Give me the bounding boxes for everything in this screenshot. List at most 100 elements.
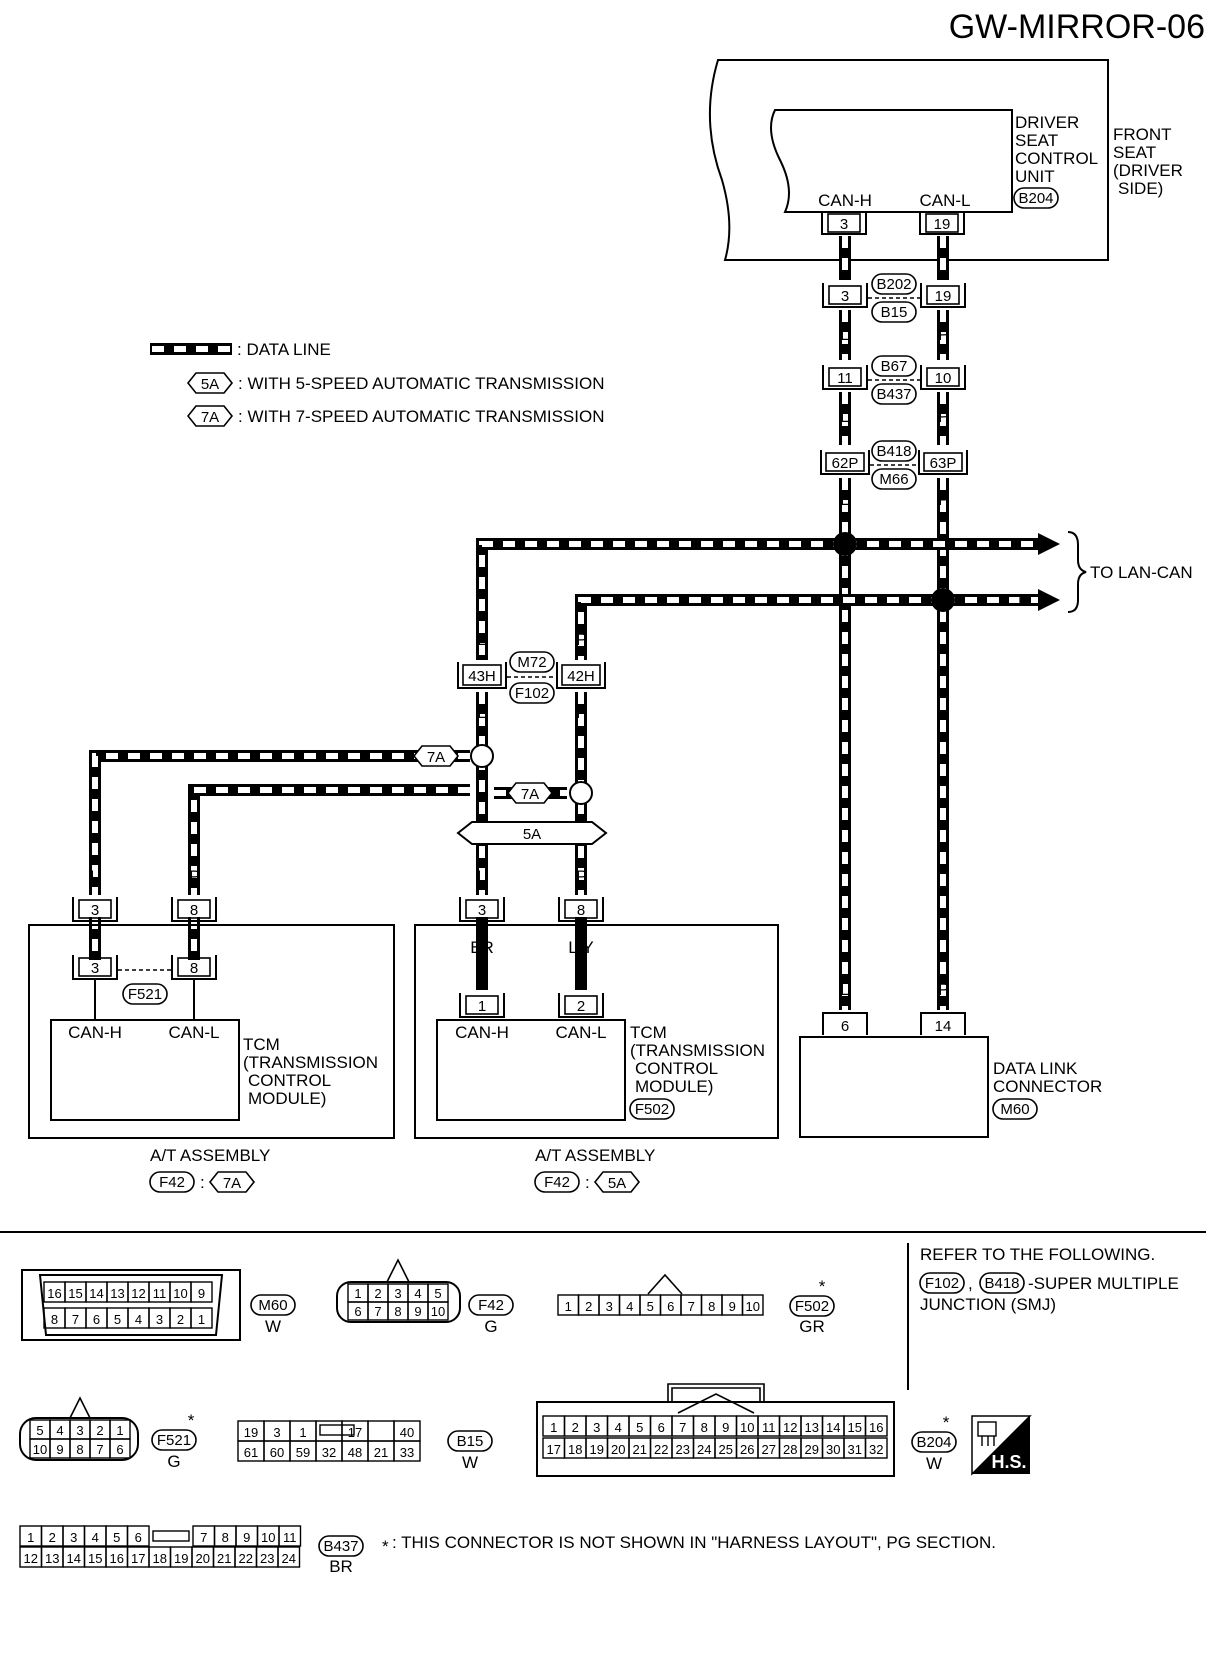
joint1-pin-a: 3	[841, 288, 849, 305]
driver-pin-h: 3	[840, 216, 848, 233]
f502-cell	[741, 1294, 764, 1316]
b437-bottom-pin: 23	[260, 1551, 274, 1566]
tcm7a-sep: :	[200, 1173, 205, 1192]
lan-can-label: TO LAN-CAN	[1090, 563, 1193, 582]
b437-bottom-pin: 24	[282, 1551, 296, 1566]
b437-top-pin: 7	[200, 1530, 207, 1545]
dlc-conn: M60	[1000, 1101, 1029, 1118]
joint2-conn-bot: B437	[876, 386, 911, 403]
legend: : DATA LINE 5A : WITH 5-SPEED AUTOMATIC …	[150, 340, 605, 427]
m60-color: W	[265, 1317, 281, 1336]
data-lines	[89, 236, 1040, 1010]
b204-top-pin: 7	[679, 1420, 686, 1435]
b204-top-pin: 12	[783, 1420, 797, 1435]
b437-bottom-pin: 14	[67, 1551, 81, 1566]
f502-pin: 8	[708, 1299, 715, 1314]
driver-can-l-label: CAN-L	[919, 191, 970, 210]
b204-top-pin: 16	[869, 1420, 883, 1435]
joint-b202-b15: 3 19 B202 B15	[822, 273, 966, 323]
f521-id: F521	[157, 1432, 191, 1449]
tcm7a-name-1: TCM	[243, 1035, 280, 1054]
m60-id: M60	[258, 1297, 287, 1314]
b204-top-pin: 8	[701, 1420, 708, 1435]
lan-can-arrow-l	[1038, 533, 1060, 555]
m60-top-pin: 12	[131, 1286, 145, 1301]
b204-id: B204	[916, 1434, 951, 1451]
f42-top-pin: 3	[394, 1286, 401, 1301]
b204-bottom-pin: 20	[611, 1442, 625, 1457]
driver-seat-unit-label-1: DRIVER	[1015, 113, 1079, 132]
footnote-text: : THIS CONNECTOR IS NOT SHOWN IN "HARNES…	[392, 1533, 996, 1552]
joint3-pin-b: 63P	[930, 455, 957, 472]
joint2-pin-b: 10	[935, 370, 952, 387]
f502-id: F502	[795, 1298, 829, 1315]
b437-top-pin: 11	[283, 1530, 297, 1545]
front-seat-label-3: (DRIVER	[1113, 161, 1183, 180]
f42-top-pin: 5	[434, 1286, 441, 1301]
joint3-pin-a: 62P	[832, 455, 859, 472]
f521-bottom-pin: 8	[76, 1442, 83, 1457]
f502-pin: 9	[729, 1299, 736, 1314]
tcm5a-can-h: CAN-H	[455, 1023, 509, 1042]
tcm7a-can-l: CAN-L	[168, 1023, 219, 1042]
f42-bottom-pin: 9	[414, 1304, 421, 1319]
tcm7a-can-h: CAN-H	[68, 1023, 122, 1042]
b204-bottom-pin: 27	[762, 1442, 776, 1457]
b204-top-pin: 5	[636, 1420, 643, 1435]
f42-bottom-pin: 7	[374, 1304, 381, 1319]
b204-top-pin: 1	[550, 1420, 557, 1435]
b204-top-pin: 6	[658, 1420, 665, 1435]
dlc-name-2: CONNECTOR	[993, 1077, 1102, 1096]
wire-br: BR	[470, 938, 494, 957]
hs-badge: H.S.	[971, 1415, 1032, 1476]
b437-top-cell	[126, 1525, 150, 1547]
b204-top-pin: 9	[722, 1420, 729, 1435]
b204-top-pin: 10	[740, 1420, 754, 1435]
splice-p	[931, 588, 955, 612]
b15-bottom-pin: 60	[270, 1445, 284, 1460]
lan-can-wire-l: L	[1018, 535, 1027, 554]
tcm5a-assembly-conn: F42	[544, 1174, 570, 1191]
b15-top-pin: 19	[244, 1425, 258, 1440]
tcm5a-inner-pin-l: 2	[577, 998, 585, 1015]
lan-can-wire-p: P	[1018, 591, 1029, 610]
refer-line-3: JUNCTION (SMJ)	[920, 1295, 1056, 1314]
hs-label: H.S.	[991, 1452, 1026, 1472]
b204-top-pin: 3	[593, 1420, 600, 1435]
b204-bottom-pin: 30	[826, 1442, 840, 1457]
b204-bottom-pin: 26	[740, 1442, 754, 1457]
tcm7a-inner-conn: F521	[128, 986, 162, 1003]
wire-p-7a: P	[189, 867, 200, 886]
wire-p-5a: P	[576, 867, 587, 886]
b204-top-pin: 2	[572, 1420, 579, 1435]
tcm7a-tag: 7A	[223, 1175, 241, 1192]
tcm7a-outer-pin-h: 3	[91, 902, 99, 919]
tcm5a-conn: F502	[635, 1101, 669, 1118]
m60-top-pin: 16	[47, 1286, 61, 1301]
tcm7a-assembly-label: A/T ASSEMBLY	[150, 1146, 270, 1165]
wire-l-3: L	[840, 490, 849, 509]
b204-bottom-cell	[864, 1437, 888, 1459]
m60-top-pin: 11	[153, 1286, 167, 1301]
wire-ly: L/Y	[568, 938, 594, 957]
f42-id: F42	[478, 1297, 504, 1314]
tcm5a-sep: :	[585, 1173, 590, 1192]
b437-bottom-cell	[277, 1546, 301, 1568]
b437-top-pin: 5	[113, 1530, 120, 1545]
m60-bottom-pin: 7	[72, 1312, 79, 1327]
dlc-name-1: DATA LINK	[993, 1059, 1078, 1078]
f502-pin: 5	[647, 1299, 654, 1314]
m60-top-cell	[190, 1281, 213, 1303]
wire-p-3: P	[938, 490, 949, 509]
b437-top-pin: 3	[70, 1530, 77, 1545]
f521-top-pin: 2	[96, 1423, 103, 1438]
driver-seat-connector: B204	[1018, 190, 1053, 207]
tcm-5a-assembly: 3 8 BR L/Y 1 2 CAN-H CAN-L TCM (TRANSMIS…	[414, 897, 779, 1139]
b204-bottom-pin: 28	[783, 1442, 797, 1457]
b204-bottom-pin: 21	[633, 1442, 647, 1457]
b204-bottom-pin: 24	[697, 1442, 711, 1457]
